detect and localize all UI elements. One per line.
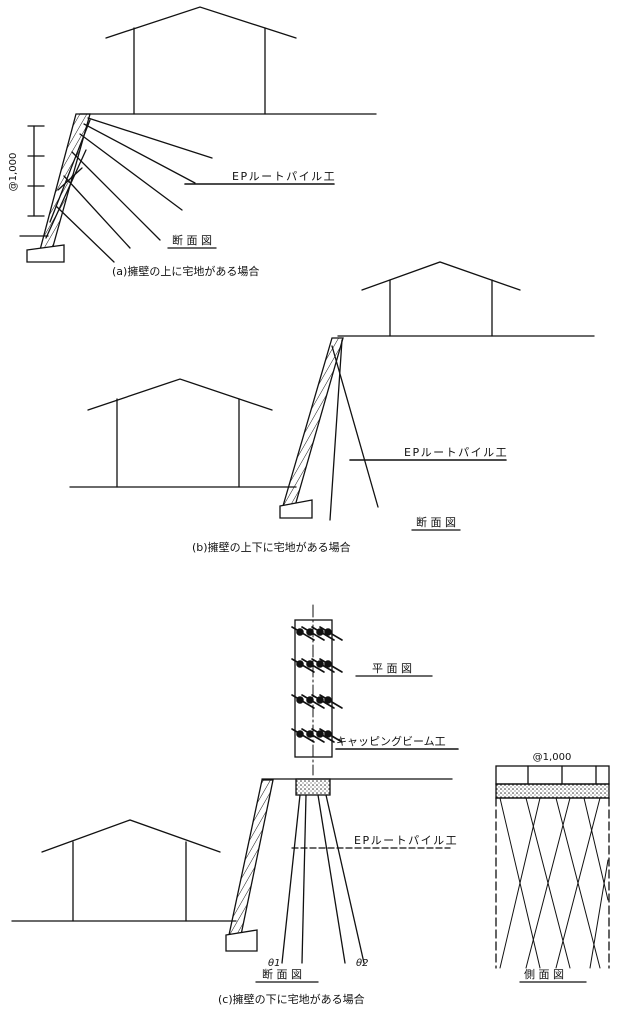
pile-label-b: EPルートパイル工 bbox=[404, 446, 508, 459]
caption-c: (c)擁壁の下に宅地がある場合 bbox=[218, 992, 365, 1006]
house-b-lower bbox=[87, 378, 273, 488]
capping-beam-label: キャッピングビーム工 bbox=[336, 734, 446, 748]
pile-tail bbox=[301, 728, 325, 743]
retaining-wall-c bbox=[225, 779, 274, 952]
diagram-a bbox=[19, 6, 377, 263]
caption-b: (b)擁壁の上下に宅地がある場合 bbox=[192, 540, 351, 554]
pile-tail bbox=[319, 626, 343, 641]
pile-label-c: EPルートパイル工 bbox=[354, 834, 458, 847]
side-dimension-label: @1,000 bbox=[533, 752, 572, 763]
pile-tail bbox=[291, 658, 315, 673]
pile-label-a: EPルートパイル工 bbox=[232, 170, 336, 183]
side-beam-concrete bbox=[495, 783, 610, 799]
house-c bbox=[41, 819, 221, 922]
pile-tail bbox=[311, 728, 335, 743]
dimension-label-a: @1,000 bbox=[8, 153, 19, 192]
pile-tail bbox=[301, 626, 325, 641]
angle-label-2: θ2 bbox=[356, 958, 368, 969]
pile-lines-b bbox=[329, 339, 379, 521]
pile-lines-c bbox=[281, 794, 365, 964]
diagram-c-section bbox=[11, 778, 453, 983]
plan-piles bbox=[291, 626, 343, 743]
side-beam bbox=[495, 765, 610, 785]
view-label-a: 断 面 図 bbox=[172, 233, 212, 247]
side-view-label: 側 面 図 bbox=[524, 968, 564, 981]
angle-label-1: θ1 bbox=[268, 958, 280, 969]
pile-tail bbox=[291, 728, 315, 743]
caption-a: (a)擁壁の上に宅地がある場合 bbox=[112, 264, 259, 278]
diagram-b bbox=[69, 261, 595, 531]
pile-tail bbox=[291, 626, 315, 641]
retaining-wall-b bbox=[279, 337, 344, 519]
pile-lines-a bbox=[45, 117, 213, 263]
pile-tail bbox=[311, 694, 335, 709]
pile-tail bbox=[319, 658, 343, 673]
pile-tail bbox=[319, 728, 343, 743]
plan-view-label: 平 面 図 bbox=[372, 662, 412, 675]
capping-beam-section bbox=[295, 778, 331, 796]
pile-tail bbox=[311, 626, 335, 641]
pile-tail bbox=[291, 694, 315, 709]
side-pile-lattice bbox=[499, 797, 609, 969]
house-a bbox=[105, 6, 297, 115]
diagram-c-plan bbox=[291, 604, 459, 776]
view-label-b: 断 面 図 bbox=[416, 515, 456, 529]
dimension-marks-a bbox=[27, 125, 45, 217]
section-view-label-c: 断 面 図 bbox=[262, 967, 302, 981]
house-b-upper bbox=[361, 261, 521, 337]
pile-tail bbox=[301, 658, 325, 673]
pile-tail bbox=[311, 658, 335, 673]
retaining-wall-a bbox=[19, 113, 91, 263]
pile-tail bbox=[301, 694, 325, 709]
pile-tail bbox=[319, 694, 343, 709]
diagram-c-side bbox=[495, 765, 610, 983]
